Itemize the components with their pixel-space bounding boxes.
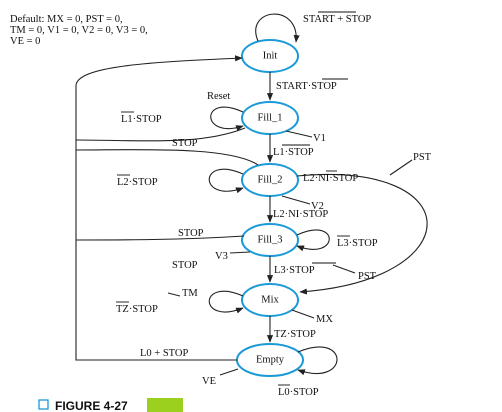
v3-output-line bbox=[229, 251, 251, 254]
label-mix-to-empty: TZ·STOP bbox=[274, 329, 316, 340]
label-fill2-self: L2·STOP bbox=[117, 177, 158, 188]
empty-to-init-return bbox=[75, 55, 243, 361]
v2-output-line bbox=[281, 195, 311, 205]
state-mix-label: Mix bbox=[261, 294, 279, 305]
ve-output-line bbox=[219, 368, 239, 376]
label-v3: V3 bbox=[215, 251, 228, 262]
label-fill3-stop-left: STOP bbox=[172, 260, 198, 271]
tm-output-line bbox=[167, 292, 181, 297]
pst-bottom-output-line bbox=[332, 264, 356, 274]
label-pst-bottom: PST bbox=[358, 271, 377, 282]
mx-output-line bbox=[291, 309, 315, 319]
state-empty-label: Empty bbox=[256, 354, 285, 365]
label-fill1-self: L1·STOP bbox=[121, 114, 162, 125]
label-empty-self: L0·STOP bbox=[278, 387, 319, 398]
label-fill3-stop: STOP bbox=[178, 228, 204, 239]
label-tm: TM bbox=[182, 288, 198, 299]
label-fill3-self: L3·STOP bbox=[337, 238, 378, 249]
label-fill2-to-mix: L2·NI·STOP bbox=[303, 173, 358, 184]
fill3-self-loop bbox=[296, 229, 330, 252]
caption-highlight bbox=[147, 398, 183, 412]
label-fill1-stop: STOP bbox=[172, 138, 198, 149]
init-self-loop bbox=[255, 13, 300, 43]
pst-top-output-line bbox=[389, 159, 413, 176]
defaults-line-1: Default: MX = 0, PST = 0, bbox=[10, 14, 123, 25]
empty-self-loop bbox=[297, 346, 338, 376]
label-fill3-to-mix: L3·STOP bbox=[274, 265, 315, 276]
label-v2: V2 bbox=[311, 201, 324, 212]
label-fill1-to-fill2: L1·STOP bbox=[273, 147, 314, 158]
label-init-to-fill1: START·STOP bbox=[276, 81, 337, 92]
label-ve: VE bbox=[202, 376, 216, 387]
defaults-line-2: TM = 0, V1 = 0, V2 = 0, V3 = 0, bbox=[10, 25, 148, 36]
fill1-self-loop bbox=[210, 106, 244, 132]
label-v1: V1 bbox=[313, 133, 326, 144]
fill2-self-loop bbox=[208, 168, 244, 194]
fill2-to-mix-arrow bbox=[296, 174, 428, 295]
label-reset: Reset bbox=[207, 91, 230, 102]
figure-caption: FIGURE 4-27 bbox=[55, 399, 128, 412]
defaults-line-3: VE = 0 bbox=[10, 36, 40, 47]
label-empty-to-init: L0 + STOP bbox=[140, 348, 188, 359]
state-init-label: Init bbox=[263, 50, 278, 61]
label-pst-top: PST bbox=[413, 152, 432, 163]
label-mix-self: TZ·STOP bbox=[116, 304, 158, 315]
label-mx: MX bbox=[316, 314, 333, 325]
v1-output-line bbox=[285, 130, 313, 138]
mix-self-loop bbox=[208, 290, 244, 314]
fill2-stop-return bbox=[75, 149, 259, 166]
caption-square-icon bbox=[38, 399, 49, 410]
fill3-stop-return bbox=[75, 235, 245, 241]
state-fill-1-label: Fill_1 bbox=[257, 112, 282, 123]
state-fill-2-label: Fill_2 bbox=[257, 174, 282, 185]
fill1-stop-return bbox=[75, 127, 246, 142]
state-fill-3-label: Fill_3 bbox=[257, 234, 282, 245]
label-init-self: START + STOP bbox=[303, 14, 371, 25]
label-fill2-to-fill3: L2·NI·STOP bbox=[273, 209, 328, 220]
